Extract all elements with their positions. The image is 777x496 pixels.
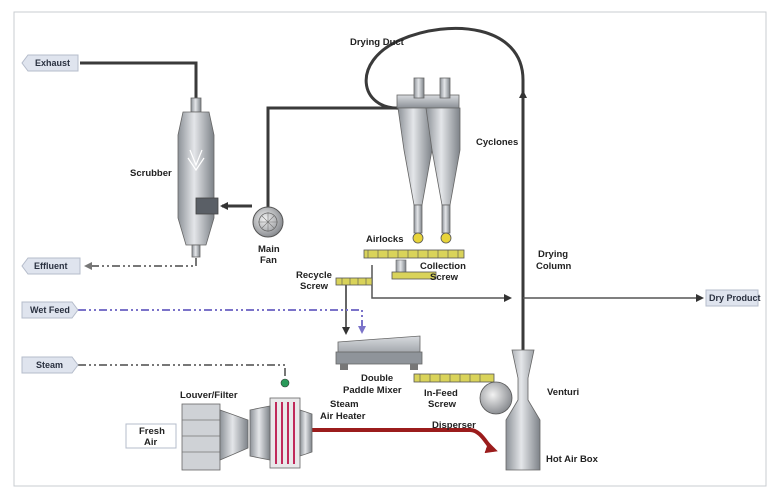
disperser — [479, 381, 513, 415]
fan-inlet-duct — [266, 106, 400, 212]
wet-feed-label: Wet Feed — [30, 305, 70, 315]
dry-product-label: Dry Product — [709, 293, 761, 303]
venturi-label: Venturi — [547, 387, 579, 398]
scrubber-label: Scrubber — [130, 168, 172, 179]
collection-screw — [363, 249, 465, 280]
drying-column-label-line1: Drying — [538, 249, 568, 260]
steam-tag: Steam — [21, 356, 79, 374]
disperser-label: Disperser — [432, 420, 476, 431]
exhaust-duct — [80, 61, 198, 98]
hot-air-box-label: Hot Air Box — [546, 454, 599, 465]
louver-filter — [181, 403, 249, 471]
fresh-air-tag: Fresh Air — [125, 423, 177, 449]
recycle-screw — [335, 277, 373, 286]
main-fan — [252, 206, 284, 238]
double-paddle-mixer — [335, 335, 423, 370]
drying-duct — [364, 26, 525, 200]
main-fan-label-line1: Main — [258, 244, 280, 255]
steam-air-heater-label-line1: Steam — [330, 399, 359, 410]
airlocks — [412, 232, 452, 244]
fresh-air-label-line2: Air — [144, 437, 158, 448]
diagram-frame — [13, 11, 767, 487]
collection-screw-label-line1: Collection — [420, 261, 466, 272]
in-feed-screw-label-line2: Screw — [428, 399, 457, 410]
collection-screw-label-line2: Screw — [430, 272, 459, 283]
in-feed-screw-label-line1: In-Feed — [424, 388, 458, 399]
cyclones-label: Cyclones — [476, 137, 518, 148]
drying-duct-label: Drying Duct — [350, 37, 405, 48]
recycle-screw-label-line1: Recycle — [296, 270, 332, 281]
exhaust-tag: Exhaust — [21, 54, 79, 72]
main-fan-label-line2: Fan — [260, 255, 277, 266]
steam-line — [78, 364, 286, 377]
dry-product-tag: Dry Product — [705, 289, 761, 307]
wet-feed-tag: Wet Feed — [21, 301, 79, 319]
louver-filter-label: Louver/Filter — [180, 390, 238, 401]
steam-label: Steam — [36, 360, 63, 370]
recycle-screw-label-line2: Screw — [300, 281, 329, 292]
airlocks-label: Airlocks — [366, 234, 404, 245]
wet-feed-line — [78, 309, 366, 334]
exhaust-label: Exhaust — [35, 58, 70, 68]
product-split-line — [371, 265, 512, 302]
fresh-air-label-line1: Fresh — [139, 426, 165, 437]
scrubber — [177, 97, 219, 258]
steam-air-heater-label-line2: Air Heater — [320, 411, 366, 422]
double-paddle-mixer-label-line2: Paddle Mixer — [343, 385, 402, 396]
effluent-tag: Effluent — [21, 257, 81, 275]
effluent-line — [84, 258, 197, 270]
steam-air-heater — [249, 378, 313, 469]
effluent-label: Effluent — [34, 261, 68, 271]
double-paddle-mixer-label-line1: Double — [361, 373, 393, 384]
in-feed-screw — [413, 373, 495, 383]
hot-air-line — [300, 428, 498, 454]
venturi — [505, 349, 541, 471]
cyclones — [396, 77, 461, 234]
drying-column-label-line2: Column — [536, 261, 572, 272]
